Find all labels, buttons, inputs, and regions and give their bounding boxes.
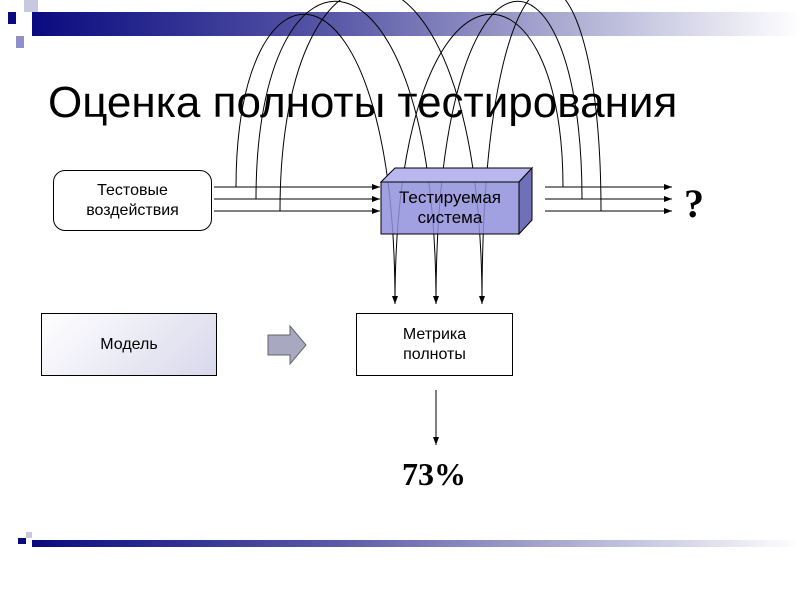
decor-square	[18, 538, 26, 544]
decor-square	[16, 36, 24, 48]
probe-curve	[435, 0, 583, 305]
top-decor-bar	[32, 12, 800, 36]
test-inputs-label: Тестовые	[97, 181, 168, 199]
probe-curve	[255, 0, 439, 305]
unknown-output: ?	[684, 181, 704, 226]
system-label: Тестируемая система	[381, 182, 519, 234]
block-arrow-icon	[267, 324, 307, 366]
metric-label: полноты	[403, 345, 466, 363]
metric-box: Метрика полноты	[356, 313, 513, 376]
metric-label: Метрика	[402, 325, 467, 343]
system-label-line: Тестируемая	[398, 188, 502, 207]
system-box-3d	[379, 166, 534, 236]
test-inputs-label: воздействия	[86, 201, 179, 219]
coverage-result: 73%	[402, 456, 466, 492]
system-label-line: система	[417, 208, 483, 227]
decor-square	[24, 0, 38, 12]
probe-curve	[279, 0, 485, 305]
probe-curve	[235, 13, 398, 305]
model-box: Модель	[41, 313, 217, 376]
test-inputs-box: Тестовые воздействия	[53, 170, 212, 231]
decor-square	[26, 532, 32, 538]
probe-curve	[394, 13, 564, 305]
bottom-decor-bar	[32, 540, 800, 547]
probe-curve	[481, 0, 602, 305]
decor-square	[8, 12, 16, 24]
model-label: Модель	[100, 335, 158, 353]
